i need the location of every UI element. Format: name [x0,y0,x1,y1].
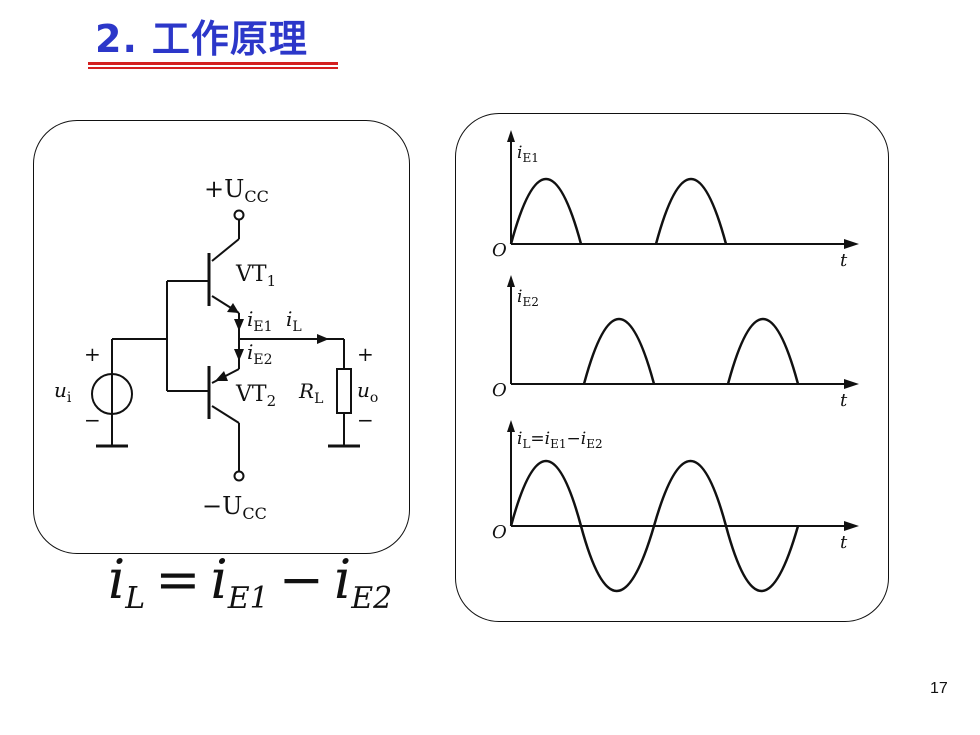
formula-il-sub: L [125,581,146,616]
plot-ie1: O t iE1 [492,130,859,271]
plot1-label: iE1 [517,143,539,165]
formula-ie2-sub: E2 [351,581,393,616]
input-plus: + [84,342,101,366]
ie1-arrow [234,319,244,331]
plot-il: O t iL=iE1−iE2 [492,420,859,592]
plot1-pulse-1 [509,178,583,245]
plot3-sine [509,460,800,592]
plot2-x-arrow [844,379,859,389]
circuit-diagram: +UCC VT1 iE1 iE2 iL VT2 −UCC [54,175,378,523]
plot1-x-arrow [844,239,859,249]
plot1-t-label: t [840,250,848,271]
formula-ie1-sub: E1 [227,581,269,616]
input-minus: − [84,408,101,432]
formula-ie2: i [333,548,352,611]
il-label: iL [286,307,302,335]
plot2-y-arrow [507,275,515,287]
title-underline-secondary [88,67,338,69]
plot-ie2: O t iE2 [492,275,859,411]
output-minus: − [357,408,374,432]
title-number: 2. [95,17,138,61]
title-text: 工作原理 [151,17,308,61]
formula-equals: = [155,548,201,611]
il-arrow [317,334,329,344]
vt1-emitter-arrow [227,303,239,313]
title-underline [88,62,338,65]
ie1-label: iE1 [247,307,273,335]
formula-minus: − [278,548,324,611]
formula-ie1: i [210,548,228,611]
vcc-neg-label: −UCC [202,492,267,523]
formula-il: i [108,548,126,611]
circuit-panel: +UCC VT1 iE1 iE2 iL VT2 −UCC [33,120,410,554]
uo-label: uo [357,378,378,406]
plot1-pulse-2 [654,178,728,245]
load-resistor [336,368,352,414]
rl-label: RL [298,379,323,407]
plot3-y-arrow [507,420,515,432]
plot2-t-label: t [840,390,848,411]
vt2-collector [211,405,240,424]
vcc-neg-terminal [233,470,245,482]
vcc-pos-label: +UCC [204,175,269,206]
plot2-pulse-2 [726,318,800,385]
plot3-origin: O [492,522,507,543]
page-number: 17 [930,680,948,697]
plot3-t-label: t [840,532,848,553]
vcc-pos-terminal [233,209,245,221]
ui-label: ui [54,378,72,406]
plot3-label: iL=iE1−iE2 [517,429,603,451]
slide-title: 2. 工作原理 [95,8,308,63]
vt1-collector [211,238,240,262]
vt2-label: VT2 [235,382,276,410]
vt2-emitter-arrow [215,371,228,381]
plot2-label: iE2 [517,287,539,309]
ie2-arrow [234,349,244,361]
plot2-origin: O [492,380,507,401]
waveform-diagram: O t iE1 O t iE2 O t iL=iE1−iE2 [492,130,859,592]
waveform-panel: O t iE1 O t iE2 O t iL=iE1−iE2 [455,113,889,622]
plot3-x-arrow [844,521,859,531]
vt1-label: VT1 [235,262,276,290]
current-formula: iL=iE1−iE2 [108,548,392,616]
plot1-origin: O [492,240,507,261]
ie2-label: iE2 [247,340,273,368]
plot2-pulse-1 [582,318,656,385]
plot1-y-arrow [507,130,515,142]
output-plus: + [357,342,374,366]
